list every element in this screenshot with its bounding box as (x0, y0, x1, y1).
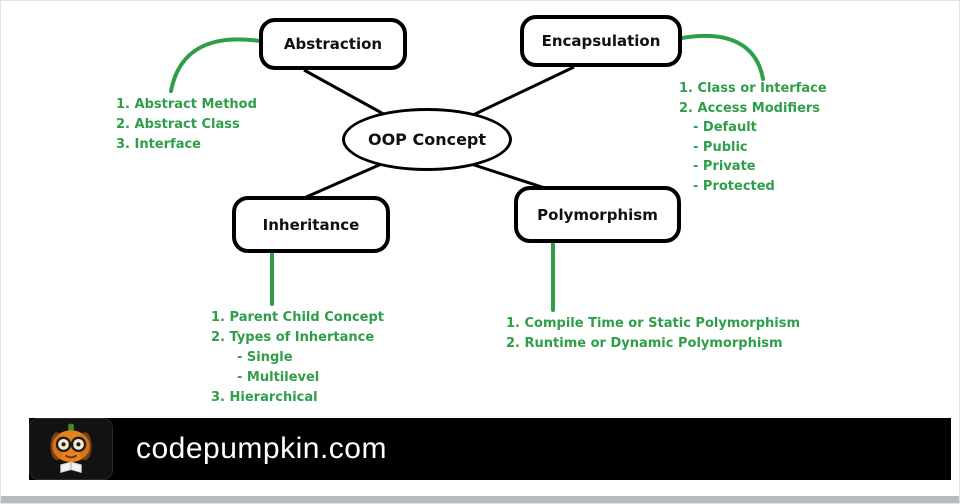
leader-abstraction-list (169, 37, 262, 93)
node-inheritance-label: Inheritance (262, 215, 360, 234)
node-abstraction-label: Abstraction (283, 35, 383, 53)
pumpkin-logo (29, 418, 113, 480)
list-item: 3. Hierarchical (211, 390, 318, 405)
line-center-polymorphism (467, 161, 552, 192)
node-polymorphism: Polymorphism (514, 186, 681, 243)
inheritance-detail-list: 1. Parent Child Concept 2. Types of Inhe… (211, 308, 384, 408)
node-abstraction: Abstraction (259, 18, 407, 70)
polymorphism-detail-list: 1. Compile Time or Static Polymorphism 2… (506, 314, 800, 354)
list-item: - Single (237, 350, 293, 365)
list-item: 2. Runtime or Dynamic Polymorphism (506, 336, 783, 351)
node-inheritance: Inheritance (232, 196, 390, 253)
node-encapsulation-label: Encapsulation (541, 32, 661, 50)
list-item: - Default (693, 120, 757, 135)
leader-encapsulation-list (680, 33, 765, 81)
node-polymorphism-label: Polymorphism (537, 205, 658, 224)
list-item: 1. Compile Time or Static Polymorphism (506, 316, 800, 331)
list-item: - Protected (693, 178, 775, 194)
list-item: 2. Types of Inhertance (211, 330, 375, 345)
site-name: codepumpkin.com (136, 432, 387, 465)
list-item: - Multilevel (237, 370, 320, 385)
list-item: - Private (693, 159, 756, 174)
bottom-border-strip (1, 496, 959, 503)
encapsulation-detail-list: 1. Class or Interface 2. Access Modifier… (679, 79, 827, 196)
line-center-inheritance (303, 160, 387, 200)
list-item: - Public (693, 139, 748, 155)
pumpkin-mascot-icon (50, 423, 92, 473)
footer-bar: codepumpkin.com (29, 418, 951, 480)
list-item: 2. Access Modifiers (679, 100, 821, 116)
line-center-abstraction (303, 68, 390, 119)
abstraction-detail-list: 1. Abstract Method 2. Abstract Class 3. … (116, 95, 257, 155)
node-encapsulation: Encapsulation (520, 15, 682, 67)
node-oop-concept-label: OOP Concept (367, 130, 487, 149)
line-center-encapsulation (472, 65, 575, 117)
list-item: 1. Class or Interface (679, 81, 827, 96)
list-item: 3. Interface (116, 137, 201, 152)
list-item: 1. Abstract Method (116, 97, 257, 112)
node-oop-concept: OOP Concept (342, 108, 512, 171)
diagram-connectors (169, 33, 765, 312)
list-item: 1. Parent Child Concept (211, 310, 384, 325)
list-item: 2. Abstract Class (116, 117, 240, 132)
